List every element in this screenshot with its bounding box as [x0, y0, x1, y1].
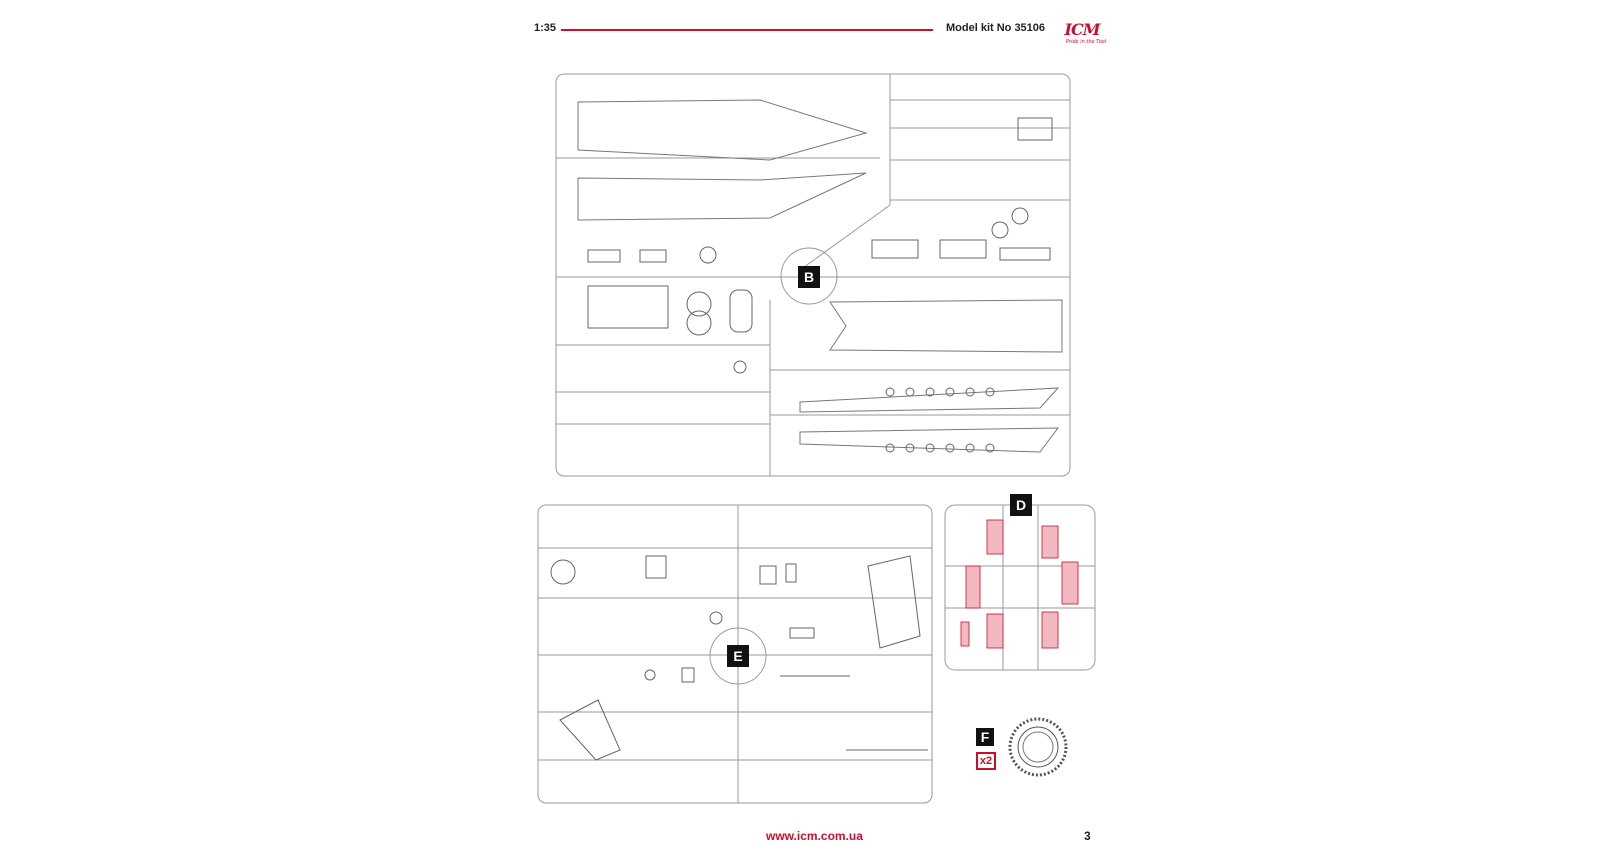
sprue-f-tire: [1008, 717, 1068, 777]
kit-title: Model kit No 35106: [946, 22, 1046, 34]
sprue-e-label: E: [727, 645, 749, 667]
scale-label: 1:35: [534, 22, 557, 34]
website-link[interactable]: www.icm.com.ua: [766, 829, 863, 843]
logo-tagline: Pride in the Tool: [1065, 39, 1107, 45]
sprue-b-frame: [555, 73, 1071, 477]
sprue-b-label: B: [798, 266, 820, 288]
clear-parts: [960, 519, 1079, 649]
sprue-e-frame: [537, 504, 933, 804]
header-rule: [561, 29, 933, 31]
page-number: 3: [1084, 829, 1091, 843]
sprue-f-label: F: [976, 728, 994, 746]
icm-logo: ICM Pride in the Tool: [1052, 20, 1112, 50]
sprue-f-quantity: x2: [976, 752, 996, 770]
sprue-d-label: D: [1010, 494, 1032, 516]
logo-wordmark: ICM: [1064, 20, 1101, 39]
